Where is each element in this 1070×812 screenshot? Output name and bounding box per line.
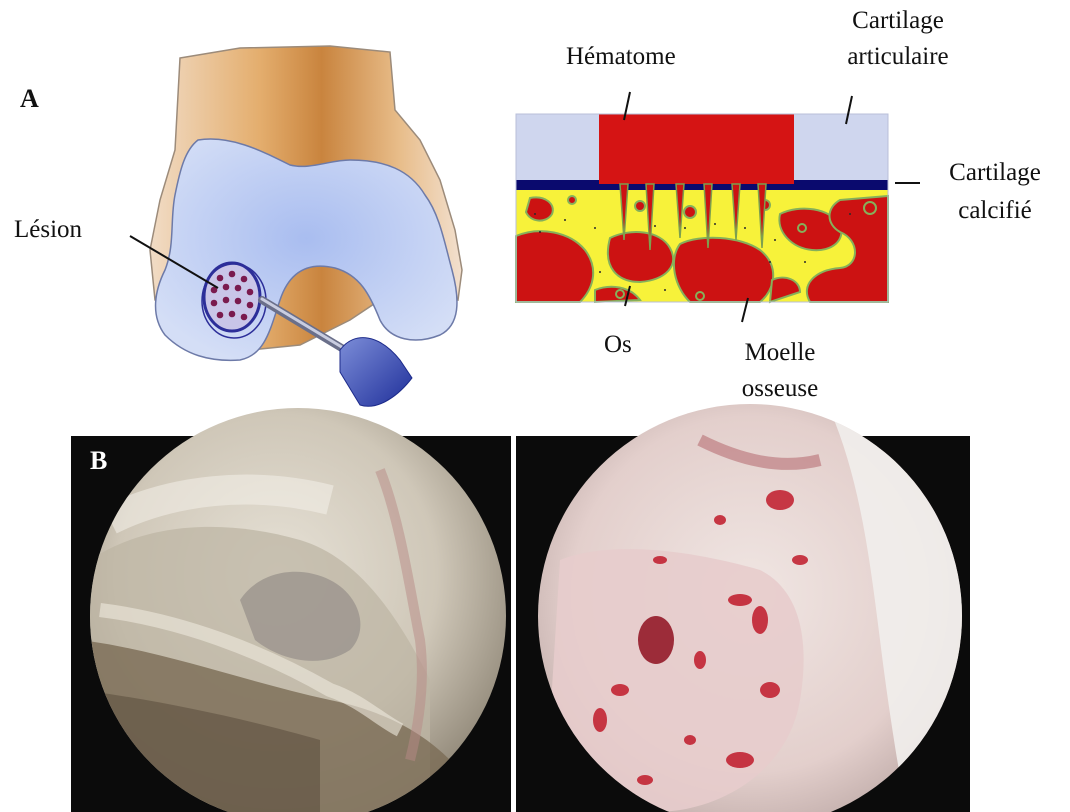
label-moelle-line2: osseuse: [710, 374, 850, 404]
label-hematome: Hématome: [566, 42, 676, 72]
label-cartilage-calcifie-line1: Cartilage: [930, 158, 1060, 188]
label-lesion: Lésion: [14, 215, 82, 245]
arthroscopy-right: [516, 404, 980, 812]
label-cartilage-articulaire-line2: articulaire: [808, 42, 988, 72]
label-cartilage-articulaire-line1: Cartilage: [808, 6, 988, 36]
panel-a-letter: A: [20, 84, 39, 114]
femur-illustration: [150, 46, 462, 406]
lesion-area: [202, 263, 266, 338]
label-os: Os: [604, 330, 632, 360]
awl-handle: [340, 338, 412, 407]
hematoma: [599, 114, 794, 184]
panel-b-letter: B: [90, 446, 107, 476]
arthroscopy-left: [71, 408, 511, 812]
label-moelle-line1: Moelle: [710, 338, 850, 368]
label-cartilage-calcifie-line2: calcifié: [930, 196, 1060, 226]
